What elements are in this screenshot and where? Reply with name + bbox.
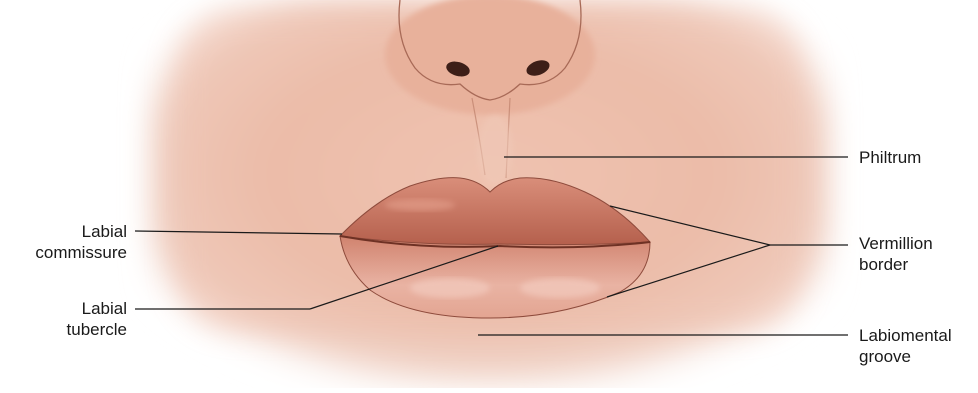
label-labiomental-groove-line1: Labiomental: [859, 325, 952, 346]
label-vermillion-border-line2: border: [859, 254, 933, 275]
label-labial-commissure-line1: Labial: [15, 221, 127, 242]
label-labial-tubercle-line1: Labial: [15, 298, 127, 319]
label-labial-commissure: Labial commissure: [15, 221, 127, 263]
label-labiomental-groove-line2: groove: [859, 346, 952, 367]
label-labial-tubercle: Labial tubercle: [15, 298, 127, 340]
label-labiomental-groove: Labiomental groove: [859, 325, 952, 367]
label-labial-tubercle-line2: tubercle: [15, 319, 127, 340]
label-labial-commissure-line2: commissure: [15, 242, 127, 263]
label-philtrum: Philtrum: [859, 147, 921, 168]
label-vermillion-border-line1: Vermillion: [859, 233, 933, 254]
label-vermillion-border: Vermillion border: [859, 233, 933, 275]
nose: [385, 0, 595, 115]
